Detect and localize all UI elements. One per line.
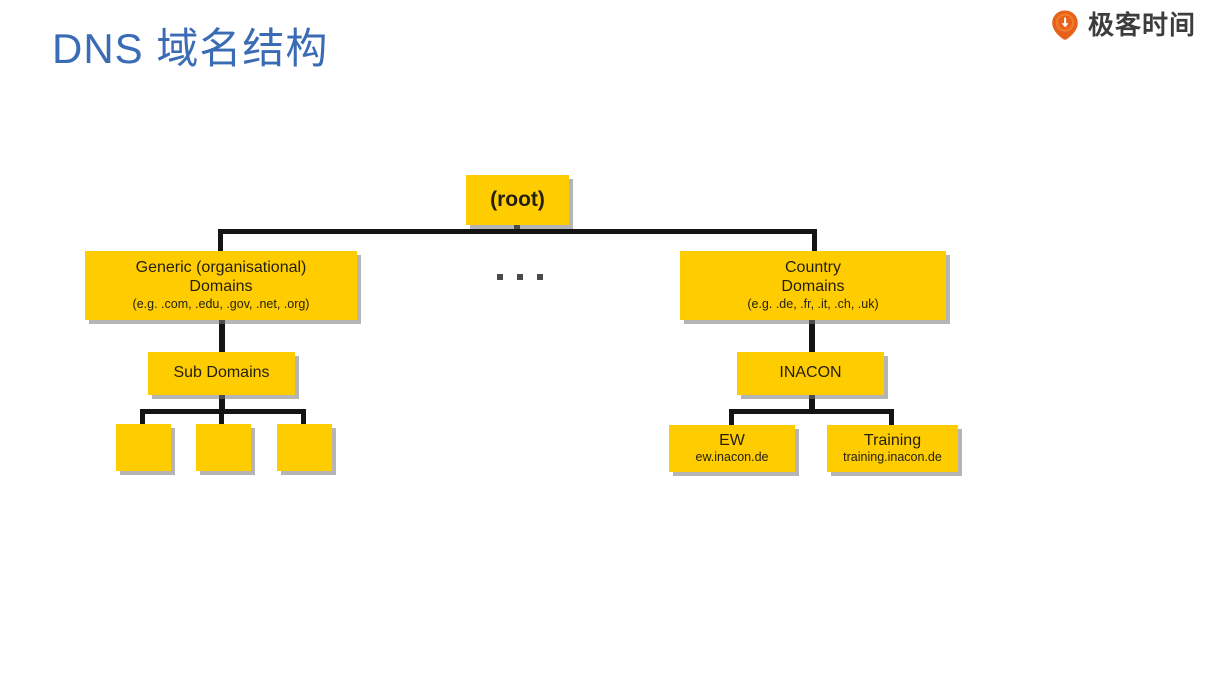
node-leaf-2[interactable] [196, 424, 251, 471]
node-training[interactable]: Training training.inacon.de [827, 425, 958, 472]
connector-drop-leaf1 [140, 409, 145, 424]
node-sub-domains-label: Sub Domains [173, 364, 270, 382]
node-leaf-1[interactable] [116, 424, 171, 471]
node-inacon[interactable]: INACON [737, 352, 884, 395]
node-generic-examples: (e.g. .com, .edu, .gov, .net, .org) [132, 296, 310, 311]
ellipsis-dot [517, 274, 523, 280]
connector-subdomains-stem [219, 395, 225, 411]
ellipsis-dot [497, 274, 503, 280]
geektime-logo-icon [1052, 10, 1078, 40]
connector-country-to-inacon [809, 320, 815, 352]
connector-level1-bar [218, 229, 817, 234]
connector-drop-leaf2 [219, 409, 224, 424]
page-title: DNS 域名结构 [52, 25, 329, 72]
node-country-domains[interactable]: Country Domains (e.g. .de, .fr, .it, .ch… [680, 251, 946, 320]
connector-inacon-child-bar [729, 409, 894, 414]
node-root[interactable]: (root) [466, 175, 569, 225]
node-inacon-label: INACON [779, 364, 842, 382]
node-ew-label: EW [719, 431, 745, 449]
node-country-line1: Country [784, 259, 842, 277]
brand-name: 极客时间 [1087, 10, 1196, 40]
node-generic-line2: Domains [189, 278, 253, 295]
connector-drop-country [812, 229, 817, 251]
ellipsis-dot [537, 274, 543, 280]
node-generic-line1: Generic (organisational) [135, 259, 307, 277]
node-country-examples: (e.g. .de, .fr, .it, .ch, .uk) [747, 296, 879, 311]
connector-drop-training [889, 409, 894, 425]
node-country-line2: Domains [781, 278, 845, 295]
node-training-label: Training [863, 431, 922, 449]
node-ew[interactable]: EW ew.inacon.de [669, 425, 795, 472]
node-sub-domains[interactable]: Sub Domains [148, 352, 295, 395]
connector-drop-ew [729, 409, 734, 425]
node-root-label: (root) [490, 187, 545, 211]
connector-generic-to-subdomains [219, 320, 225, 352]
ellipsis-indicator [497, 274, 543, 280]
connector-drop-generic [218, 229, 223, 251]
node-ew-fqdn: ew.inacon.de [695, 450, 769, 465]
node-training-fqdn: training.inacon.de [843, 450, 942, 465]
brand-logo: 极客时间 [1049, 9, 1196, 41]
connector-inacon-stem [809, 395, 815, 411]
node-leaf-3[interactable] [277, 424, 332, 471]
node-generic-domains[interactable]: Generic (organisational) Domains (e.g. .… [85, 251, 357, 320]
connector-drop-leaf3 [301, 409, 306, 424]
